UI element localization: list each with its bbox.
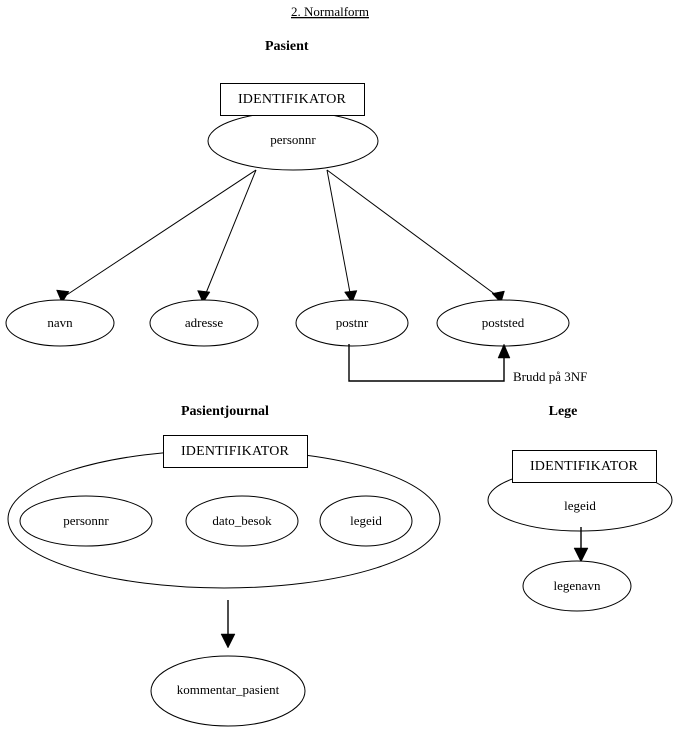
attribute-label-postnr: postnr	[336, 315, 369, 330]
attribute-ellipse-navn	[5, 299, 115, 347]
page-title: 2. Normalform	[291, 4, 369, 19]
key-attribute-label-legeid: legeid	[564, 498, 596, 513]
key-attribute-label-legeid-journal: legeid	[350, 513, 382, 528]
annotation-brudd-3nf: Brudd på 3NF	[513, 369, 587, 384]
attribute-label-poststed: poststed	[482, 315, 525, 330]
entity-heading-lege: Lege	[549, 404, 578, 419]
entity-heading-pasient: Pasient	[265, 39, 309, 54]
attribute-label-kommentar-pasient: kommentar_pasient	[177, 682, 280, 697]
identifier-label-lege: IDENTIFIKATOR	[530, 459, 639, 474]
entity-heading-pasientjournal: Pasientjournal	[181, 404, 269, 419]
attribute-ellipse-adresse	[149, 299, 259, 347]
attribute-ellipse-kommentar-pasient	[150, 655, 306, 727]
identifier-box-pasientjournal	[163, 435, 308, 468]
identifier-box-pasient	[220, 83, 365, 116]
dependency-arrow-personnr-poststed	[326, 169, 505, 304]
attribute-label-adresse: adresse	[185, 315, 223, 330]
attribute-ellipse-postnr	[295, 299, 409, 347]
dependency-arrow-personnr-postnr	[326, 169, 358, 304]
identifier-label-pasientjournal: IDENTIFIKATOR	[181, 444, 290, 459]
dependency-arrow-postnr-poststed	[348, 343, 511, 382]
attribute-label-navn: navn	[47, 315, 73, 330]
dependency-arrow-journal-kommentar	[220, 600, 236, 649]
dependency-arrow-personnr-navn	[56, 169, 257, 304]
identifier-label-pasient: IDENTIFIKATOR	[238, 92, 347, 107]
key-attribute-ellipse-personnr-journal	[19, 495, 153, 547]
identifier-box-lege	[512, 450, 657, 483]
attribute-label-legenavn: legenavn	[554, 578, 601, 593]
dependency-arrow-personnr-adresse	[197, 169, 257, 304]
key-attribute-label-dato-besok: dato_besok	[212, 513, 272, 528]
key-attribute-ellipse-dato-besok	[185, 495, 299, 547]
dependency-arrow-legeid-legenavn	[573, 527, 589, 563]
attribute-ellipse-legenavn	[522, 560, 632, 612]
key-attribute-label-personnr: personnr	[270, 132, 316, 147]
key-attribute-label-personnr-journal: personnr	[63, 513, 109, 528]
key-attribute-ellipse-legeid-journal	[319, 495, 413, 547]
